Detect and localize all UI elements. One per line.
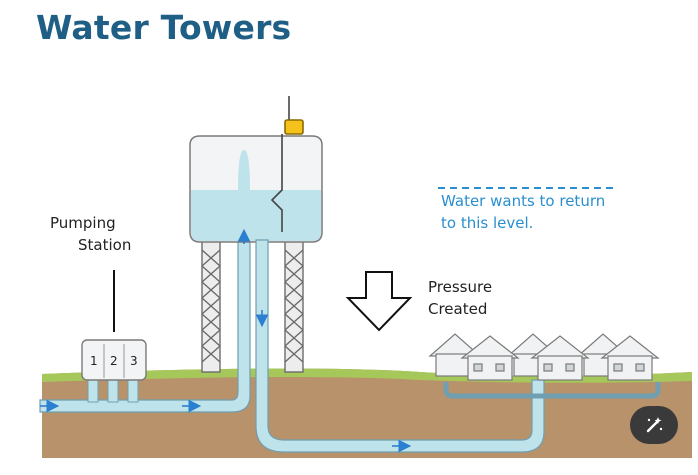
flow-arrows xyxy=(40,228,412,453)
houses xyxy=(428,333,661,399)
pump-unit-label-1: 1 xyxy=(90,354,98,368)
water-tank xyxy=(189,135,323,243)
pressure-label-line2: Created xyxy=(428,300,488,318)
antenna xyxy=(270,96,304,232)
magic-wand-button[interactable] xyxy=(630,406,678,444)
pressure-label-line1: Pressure xyxy=(428,278,493,296)
water-level-note-line2: to this level. xyxy=(441,214,534,232)
pumping-station-label-line1: Pumping xyxy=(50,214,116,232)
distribution-pipe xyxy=(255,239,545,453)
water-level-note-line1: Water wants to return xyxy=(441,192,606,210)
page-title: Water Towers xyxy=(36,8,292,47)
pump-unit-label-2: 2 xyxy=(110,354,118,368)
pump-unit-label-3: 3 xyxy=(130,354,138,368)
magic-wand-icon xyxy=(646,417,663,433)
tower-legs xyxy=(201,239,304,373)
pumping-station-label-line2: Station xyxy=(78,236,132,254)
pumping-station xyxy=(81,270,147,403)
pressure-arrow xyxy=(345,271,413,332)
